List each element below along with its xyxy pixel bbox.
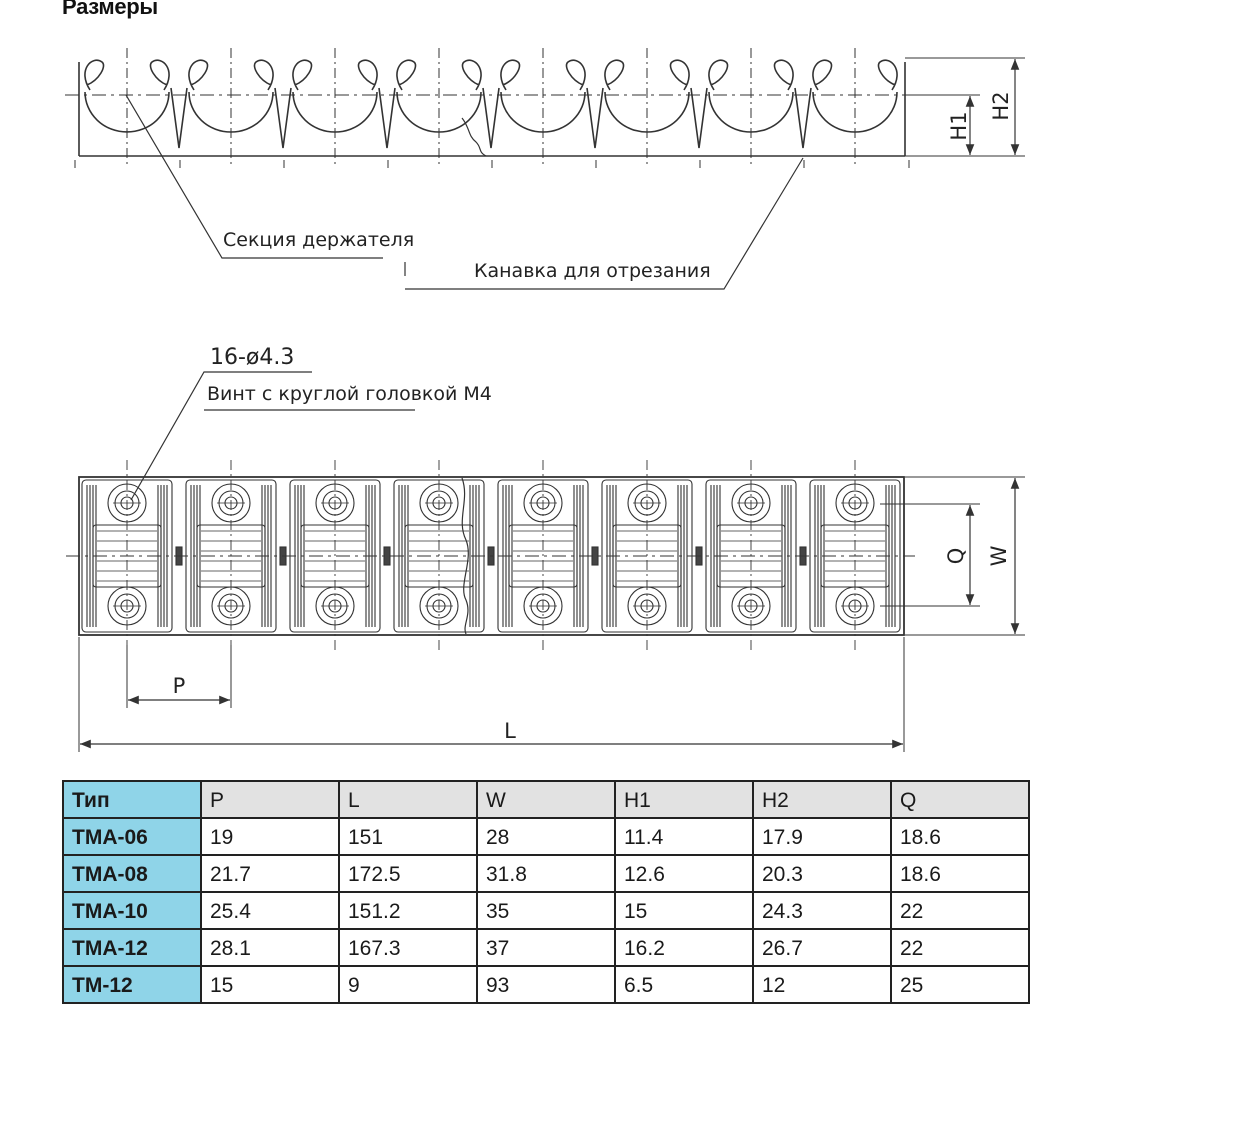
type-cell: TMA-08 [62, 854, 202, 893]
table-row: TMA-10 25.4 151.2 35 15 24.3 22 [62, 891, 1030, 930]
table-cell: 22 [890, 928, 1030, 967]
table-cell: 22 [890, 891, 1030, 930]
table-cell: 167.3 [338, 928, 478, 967]
table-cell: 15 [200, 965, 340, 1004]
side-view-profile [78, 59, 906, 157]
side-view [65, 48, 1025, 290]
table-cell: 18.6 [890, 854, 1030, 893]
side-view-break-line [461, 117, 487, 157]
table-row: TMA-08 21.7 172.5 31.8 12.6 20.3 18.6 [62, 854, 1030, 893]
table-row: TMA-06 19 151 28 11.4 17.9 18.6 [62, 817, 1030, 856]
table-cell: 151.2 [338, 891, 478, 930]
l-label: L [504, 719, 516, 743]
table-cell: 172.5 [338, 854, 478, 893]
table-cell: 24.3 [752, 891, 892, 930]
column-header: W [476, 780, 616, 819]
table-row: TMA-12 28.1 167.3 37 16.2 26.7 22 [62, 928, 1030, 967]
q-label: Q [944, 548, 968, 565]
type-cell: TMA-12 [62, 928, 202, 967]
screw-spec-label: Винт с круглой головкой М4 [207, 383, 492, 405]
p-label: P [173, 674, 186, 698]
column-header: H1 [614, 780, 754, 819]
table-cell: 16.2 [614, 928, 754, 967]
table-cell: 12.6 [614, 854, 754, 893]
table-cell: 19 [200, 817, 340, 856]
table-cell: 93 [476, 965, 616, 1004]
table-cell: 26.7 [752, 928, 892, 967]
table-cell: 37 [476, 928, 616, 967]
hole-spec-leader [130, 371, 312, 501]
dimensions-table: Тип P L W H1 H2 Q TMA-06 19 151 28 11.4 … [62, 780, 1030, 1004]
table-header-row: Тип P L W H1 H2 Q [62, 780, 1030, 819]
table-cell: 15 [614, 891, 754, 930]
holder-section-label: Секция держателя [223, 229, 414, 251]
holder-section-leader [125, 94, 383, 259]
table-row: TM-12 15 9 93 6.5 12 25 [62, 965, 1030, 1004]
column-header: P [200, 780, 340, 819]
table-cell: 21.7 [200, 854, 340, 893]
top-view [66, 371, 1025, 752]
table-cell: 18.6 [890, 817, 1030, 856]
cut-groove-label: Канавка для отрезания [474, 260, 711, 282]
holder-section [185, 460, 287, 652]
table-cell: 151 [338, 817, 478, 856]
table-cell: 25.4 [200, 891, 340, 930]
table-cell: 11.4 [614, 817, 754, 856]
table-cell: 28.1 [200, 928, 340, 967]
h1-label: H1 [947, 111, 971, 140]
column-header: Тип [62, 780, 202, 819]
table-cell: 17.9 [752, 817, 892, 856]
page-heading: Размеры [62, 0, 158, 19]
column-header: Q [890, 780, 1030, 819]
table-cell: 25 [890, 965, 1030, 1004]
type-cell: TM-12 [62, 965, 202, 1004]
table-cell: 35 [476, 891, 616, 930]
column-header: L [338, 780, 478, 819]
table-cell: 9 [338, 965, 478, 1004]
h2-label: H2 [989, 91, 1013, 120]
table-cell: 31.8 [476, 854, 616, 893]
column-header: H2 [752, 780, 892, 819]
table-cell: 6.5 [614, 965, 754, 1004]
w-label: W [987, 545, 1011, 566]
type-cell: TMA-06 [62, 817, 202, 856]
side-view-centerlines [74, 48, 910, 168]
cut-groove-leader [405, 157, 804, 290]
hole-spec-label: 16-ø4.3 [210, 345, 294, 370]
table-cell: 28 [476, 817, 616, 856]
table-cell: 12 [752, 965, 892, 1004]
table-cell: 20.3 [752, 854, 892, 893]
top-view-break-line [461, 477, 469, 635]
dimension-drawing: H1 H2 Секция держателя Канавка для отрез… [65, 48, 1025, 752]
type-cell: TMA-10 [62, 891, 202, 930]
